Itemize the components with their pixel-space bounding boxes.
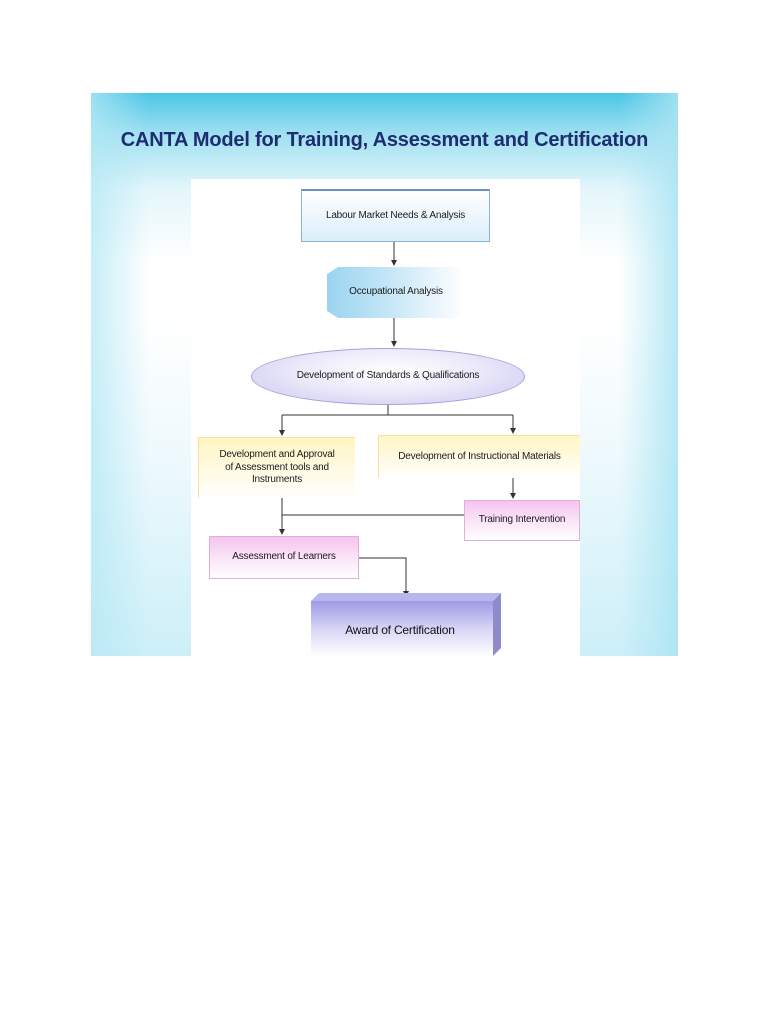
node-award-label: Award of Certification [345, 623, 455, 637]
connectors [279, 242, 516, 597]
node-award-certification: Award of Certification [311, 593, 501, 656]
node-instructional-label: Development of Instructional Materials [398, 450, 561, 462]
node-training-intervention: Training Intervention [464, 500, 580, 541]
node-instructional-materials: Development of Instructional Materials [378, 435, 580, 478]
node-assessment-tools-line2: of Assessment tools and [225, 461, 329, 473]
award-block-shape [311, 593, 501, 656]
edge-learners-award [359, 557, 409, 597]
node-occupational-analysis-label: Occupational Analysis [349, 286, 443, 298]
node-occupational-analysis: Occupational Analysis [327, 267, 465, 318]
node-training-label: Training Intervention [478, 514, 566, 526]
node-assessment-tools-line3: Instruments [251, 474, 303, 486]
node-standards-label: Development of Standards & Qualification… [296, 370, 480, 382]
slide-title: CANTA Model for Training, Assessment and… [120, 129, 649, 151]
node-assessment-tools: Development and Approval of Assessment t… [198, 437, 355, 498]
diagram-slide: CANTA Model for Training, Assessment and… [91, 93, 678, 656]
node-standards-qualifications: Development of Standards & Qualification… [251, 348, 525, 405]
node-labour-market-label: Labour Market Needs & Analysis [325, 209, 466, 221]
node-assessment-learners-label: Assessment of Learners [232, 551, 336, 563]
node-assessment-tools-line1: Development and Approval [219, 449, 335, 461]
node-assessment-learners: Assessment of Learners [209, 536, 359, 579]
node-labour-market: Labour Market Needs & Analysis [301, 189, 490, 242]
